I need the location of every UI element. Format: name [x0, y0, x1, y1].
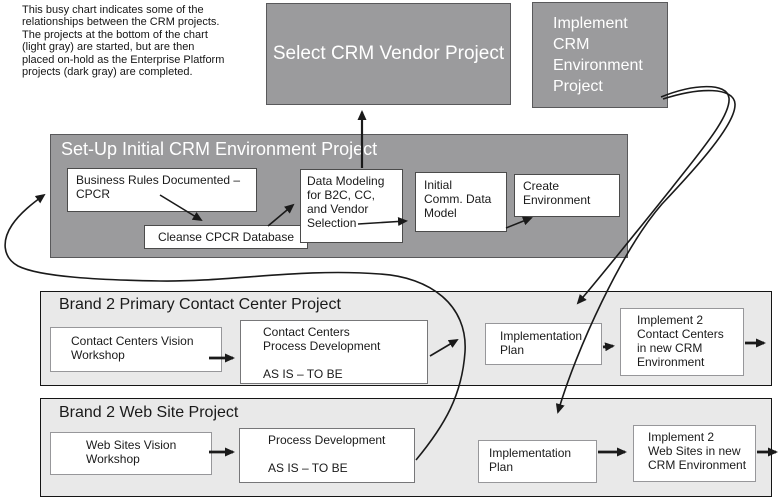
contact-implementation-plan-box: Implementation Plan: [485, 323, 602, 365]
setup-initial-crm-environment-project-label: Set-Up Initial CRM Environment Project: [61, 139, 378, 159]
annotation-text: This busy chart indicates some of the re…: [22, 4, 225, 79]
initial-comm-data-model-box: Initial Comm. Data Model: [415, 172, 507, 232]
web-process-development-box: Process Development AS IS – TO BE: [239, 428, 415, 483]
contact-centers-vision-workshop-box: Contact Centers Vision Workshop: [50, 327, 222, 372]
brand2-web-site-project-label: Brand 2 Web Site Project: [59, 404, 239, 421]
implement-crm-environment-project-box: Implement CRM Environment Project: [532, 2, 668, 108]
contact-centers-process-development-box: Contact Centers Process Development AS I…: [240, 320, 428, 384]
select-crm-vendor-project-label: Select CRM Vendor Project: [272, 43, 505, 64]
implement-2-contact-centers-box: Implement 2 Contact Centers in new CRM E…: [620, 308, 744, 376]
create-environment-box: Create Environment: [514, 174, 620, 217]
implement-2-web-sites-box: Implement 2 Web Sites in new CRM Environ…: [633, 425, 756, 482]
data-modeling-box: Data Modeling for B2C, CC, and Vendor Se…: [300, 169, 403, 243]
web-implementation-plan-box: Implementation Plan: [478, 440, 597, 483]
cleanse-cpcr-database-box: Cleanse CPCR Database: [144, 225, 308, 249]
web-sites-vision-workshop-box: Web Sites Vision Workshop: [50, 432, 212, 475]
business-rules-documented-box: Business Rules Documented – CPCR: [67, 168, 257, 212]
brand2-contact-center-project-label: Brand 2 Primary Contact Center Project: [59, 296, 341, 313]
cleanse-cpcr-database-label: Cleanse CPCR Database: [157, 230, 295, 244]
implement-crm-environment-project-label: Implement CRM Environment Project: [553, 15, 643, 95]
select-crm-vendor-project-box: Select CRM Vendor Project: [266, 3, 511, 105]
